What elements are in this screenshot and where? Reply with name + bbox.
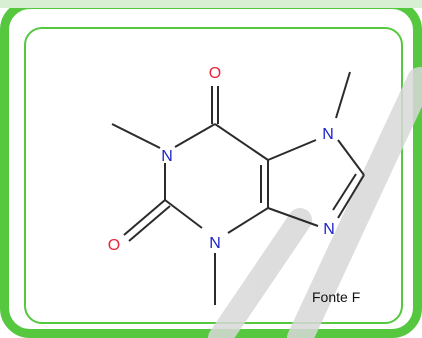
bond-c5-c6 xyxy=(214,123,269,161)
bond-c2-o-b xyxy=(128,205,171,242)
bond-n1-methyl xyxy=(111,123,161,149)
watermark xyxy=(208,67,422,338)
atom-n3: N xyxy=(209,235,221,252)
bond-c8-n9-a xyxy=(337,174,365,219)
source-caption: Fonte F xyxy=(312,289,361,305)
watermark-stroke-1 xyxy=(287,67,422,338)
atom-o-top: O xyxy=(209,65,221,82)
bond-c6-n1 xyxy=(174,123,216,148)
bond-c2-n3 xyxy=(164,199,203,229)
atom-n7: N xyxy=(322,126,334,143)
bonds xyxy=(111,71,365,305)
atom-o-left: O xyxy=(108,237,120,254)
top-band xyxy=(0,0,422,8)
bond-n9-c4 xyxy=(267,207,319,227)
watermark-stroke-2 xyxy=(208,208,312,338)
bond-n7-c8 xyxy=(337,139,365,176)
atom-n1: N xyxy=(161,148,173,165)
bond-c5-n7 xyxy=(267,139,317,161)
bond-n7-methyl xyxy=(335,71,351,119)
bond-n3-c4 xyxy=(227,207,269,234)
atom-n9: N xyxy=(323,221,335,238)
bond-c2-o-a xyxy=(123,199,166,236)
inner-frame xyxy=(24,27,403,324)
bond-c8-n9-b xyxy=(332,173,357,211)
